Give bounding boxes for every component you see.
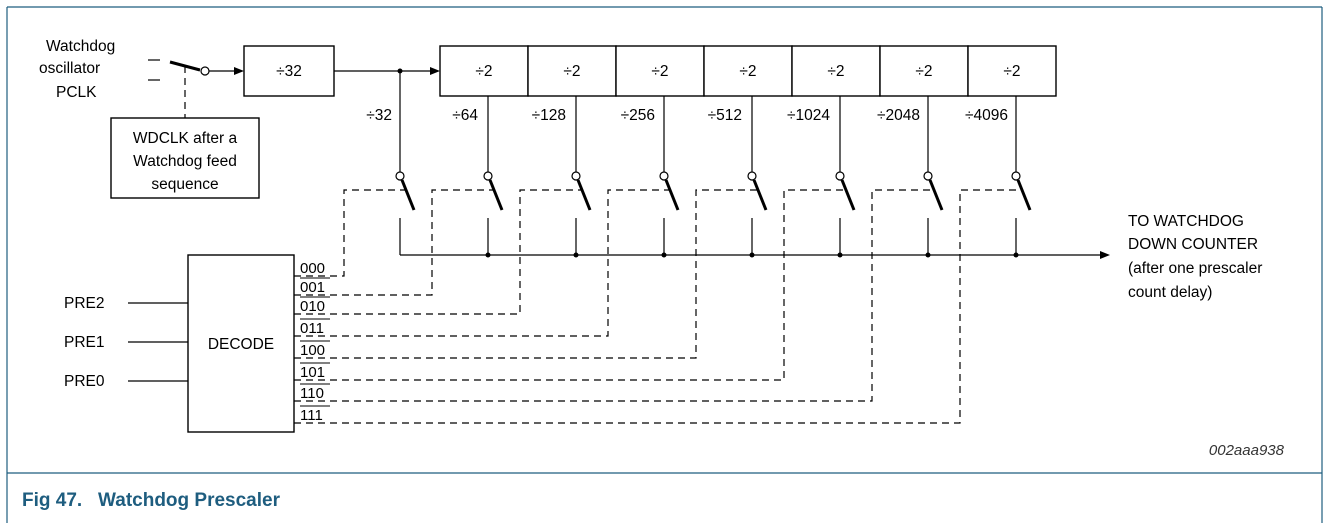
switch-pivot (1011, 171, 1021, 181)
divide-2-label: ÷2 (651, 63, 668, 80)
switch-pivot (747, 171, 757, 181)
decode-code-label: 010 (300, 298, 325, 315)
divide-2-stage (967, 45, 1057, 97)
divide-2-label: ÷2 (475, 63, 492, 80)
divide-2-label: ÷2 (563, 63, 580, 80)
decode-select-line (294, 189, 582, 315)
divide-2-stage (527, 45, 617, 97)
tap-labels: ÷32 ÷64 ÷128 ÷256 ÷512 ÷1024 ÷2048 ÷4096 (366, 107, 1008, 124)
switch-pivot (483, 171, 493, 181)
tap-label: ÷64 (452, 107, 478, 124)
output-line2: DOWN COUNTER (1128, 236, 1258, 253)
pre1-label: PRE1 (64, 334, 105, 351)
tap-label: ÷128 (532, 107, 566, 124)
decode-code-label: 101 (300, 364, 325, 381)
switch-pivot (395, 171, 405, 181)
figure-id: 002aaa938 (1209, 442, 1285, 459)
switch-pivot (835, 171, 845, 181)
decode-code-label: 111 (300, 407, 323, 424)
divide-2-stage (615, 45, 705, 97)
decode-code-label: 001 (300, 279, 325, 296)
figure-caption: Fig 47. Watchdog Prescaler (22, 490, 281, 511)
decode-select-line (294, 189, 406, 277)
output-line4: count delay) (1128, 284, 1212, 301)
wdclk-note-box (110, 117, 260, 199)
wdclk-note-line1: WDCLK after a (133, 130, 238, 147)
switch-blade (928, 179, 944, 211)
decode-code-label: 011 (300, 320, 324, 337)
input-switch-pivot (200, 66, 210, 76)
chain-arrowhead (430, 67, 440, 75)
pre0-label: PRE0 (64, 373, 105, 390)
switch-blade (664, 179, 680, 211)
decode-block (187, 254, 295, 433)
switch-pivot (571, 171, 581, 181)
decode-select-line (294, 189, 670, 337)
output-line1: TO WATCHDOG (1128, 213, 1244, 230)
switch-blade (400, 179, 416, 211)
tap-label: ÷32 (366, 107, 392, 124)
decode-select-line (294, 189, 934, 402)
divider-chain: ÷2 ÷2 ÷2 ÷2 ÷2 ÷2 ÷2 (439, 45, 1057, 97)
tap-label: ÷256 (621, 107, 655, 124)
switch-blade (488, 179, 504, 211)
switch-pivot (659, 171, 669, 181)
decode-select-lines (294, 189, 1022, 424)
switch-blade (752, 179, 768, 211)
divide-2-label: ÷2 (915, 63, 932, 80)
divide-32-label: ÷32 (276, 63, 302, 80)
decode-code-label: 000 (300, 260, 325, 277)
divide-2-label: ÷2 (827, 63, 844, 80)
output-arrowhead (1100, 251, 1110, 259)
wdclk-note-line3: sequence (151, 176, 218, 193)
source-pclk-label: PCLK (56, 84, 97, 101)
tap-label: ÷4096 (965, 107, 1008, 124)
decode-label: DECODE (208, 336, 274, 353)
tap-label: ÷1024 (787, 107, 830, 124)
source-oscillator-label: oscillator (39, 60, 100, 77)
tap-label: ÷512 (708, 107, 742, 124)
switch-blade (1016, 179, 1032, 211)
switch-blade (576, 179, 592, 211)
decode-select-line (294, 189, 846, 381)
switch-blade (840, 179, 856, 211)
tap-switches (395, 71, 1032, 258)
output-line3: (after one prescaler (1128, 260, 1262, 277)
switch-pivot (923, 171, 933, 181)
wdclk-note-line2: Watchdog feed (133, 153, 237, 170)
divide-2-stage (703, 45, 793, 97)
divide-2-stage (791, 45, 881, 97)
decode-code-label: 100 (300, 342, 325, 359)
divide-32-block (243, 45, 335, 97)
source-watchdog-label: Watchdog (46, 38, 115, 55)
input-arrowhead (234, 67, 244, 75)
decode-select-line (294, 189, 758, 359)
decode-code-labels: 000 001 010 011 100 101 110 111 (300, 260, 330, 424)
divide-2-label: ÷2 (1003, 63, 1020, 80)
tap-label: ÷2048 (877, 107, 920, 124)
divide-2-label: ÷2 (739, 63, 756, 80)
pre2-label: PRE2 (64, 295, 105, 312)
decode-select-line (294, 189, 1022, 424)
decode-code-label: 110 (300, 385, 324, 402)
